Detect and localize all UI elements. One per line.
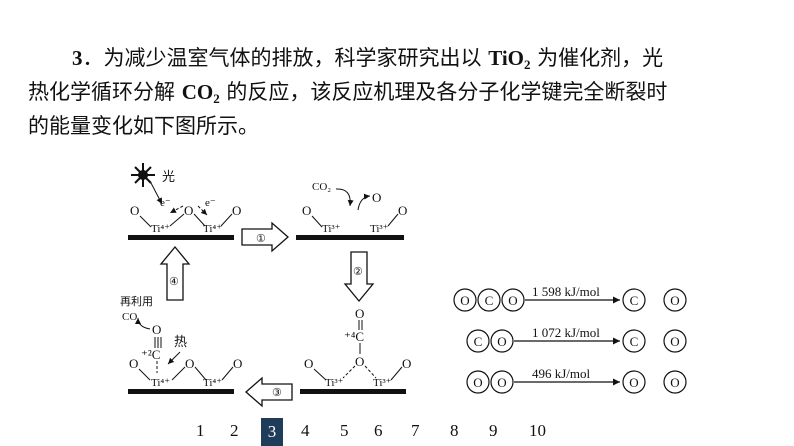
e2-r0: C (630, 334, 639, 349)
light-label: 光 (162, 169, 175, 184)
ti4-2: Ti⁴⁺ (203, 223, 222, 235)
e2-r1: O (670, 334, 679, 349)
o-5: O (398, 203, 407, 218)
o-1: O (130, 203, 139, 218)
ti4-1: Ti⁴⁺ (151, 223, 170, 235)
page-link-5[interactable]: 5 (340, 421, 349, 440)
page-link-7[interactable]: 7 (411, 421, 420, 440)
e2-l0: C (474, 334, 483, 349)
e1-r0: C (630, 293, 639, 308)
step3-label: ③ (272, 387, 282, 399)
sun-icon (131, 163, 155, 187)
co2-arrow (335, 188, 354, 207)
o-6: O (304, 356, 313, 371)
o-release-arrow (357, 193, 371, 211)
step4-label: ④ (169, 276, 179, 288)
o-9: O (185, 356, 194, 371)
question-line-3: 的能量变化如下图所示。 (28, 110, 776, 143)
e2-l1: O (497, 334, 506, 349)
energy-co: C O 1 072 kJ/mol C O (466, 325, 687, 353)
e3-value: 496 kJ/mol (532, 366, 591, 381)
e3-r0: O (629, 375, 638, 390)
energy-o2: O O 496 kJ/mol O O (466, 366, 687, 394)
question-line-2: 热化学循环分解 CO2 的反应，该反应机理及各分子化学键完全断裂时 (28, 76, 776, 115)
o-4: O (302, 203, 311, 218)
reuse-label: 再利用 (120, 295, 153, 308)
page-link-2[interactable]: 2 (230, 421, 239, 440)
ti3-1: Ti³⁺ (322, 223, 341, 235)
question-line-1: 3．为减少温室气体的排放，科学家研究出以 TiO2 为催化剂，光 (28, 42, 776, 81)
energy-co2: O C O 1 598 kJ/mol C O (453, 284, 687, 312)
surface-top-right (296, 235, 404, 240)
pagination: 1 2 3 4 5 6 7 8 9 10 (0, 418, 794, 446)
o-3: O (232, 203, 241, 218)
page-link-3-current[interactable]: 3 (261, 418, 283, 446)
co2-formula: CO2 (181, 80, 220, 106)
heat-arrow (167, 351, 181, 365)
step4-arrow (159, 245, 191, 301)
o-2: O (184, 203, 193, 218)
co-release-arrow (135, 317, 151, 330)
question-seg1: 为减少温室气体的排放，科学家研究出以 (103, 46, 489, 70)
o-bl: O (152, 322, 161, 337)
ti3-4: Ti³⁺ (373, 377, 392, 389)
question-number: 3 (72, 46, 83, 70)
e1-l1: C (485, 293, 494, 308)
o-top: O (355, 306, 364, 321)
step2-arrow (343, 251, 375, 303)
o-released: O (372, 190, 381, 205)
o-10: O (233, 356, 242, 371)
page-link-9[interactable]: 9 (489, 421, 498, 440)
heat-label: 热 (174, 334, 187, 349)
question-seg3: 热化学循环分解 (28, 80, 182, 104)
o-7: O (402, 356, 411, 371)
page-link-6[interactable]: 6 (374, 421, 383, 440)
electron-1: e⁻ (160, 197, 171, 209)
e1-r1: O (670, 293, 679, 308)
question-sep: ． (82, 46, 104, 70)
e3-l1: O (497, 375, 506, 390)
question-seg4: 的反应，该反应机理及各分子化学键完全断裂时 (219, 80, 668, 104)
page-link-4[interactable]: 4 (301, 421, 310, 440)
ti4-3: Ti⁴⁺ (151, 377, 170, 389)
surface-top-left (128, 235, 234, 240)
electron-2: e⁻ (205, 197, 216, 209)
step3-arrow (245, 376, 293, 408)
electron-paths (169, 205, 208, 216)
c-plus4: ⁺⁴C (344, 329, 364, 344)
e1-value: 1 598 kJ/mol (532, 284, 600, 299)
step2-label: ② (353, 266, 363, 278)
co-label: CO (122, 311, 137, 323)
question-seg2: 为催化剂，光 (530, 46, 664, 70)
o-8: O (129, 356, 138, 371)
page-link-8[interactable]: 8 (450, 421, 459, 440)
tio2-formula: TiO2 (488, 46, 531, 72)
co2-label: CO₂ (312, 181, 331, 193)
step1-arrow (241, 221, 289, 253)
c-plus2: ⁺²C (141, 347, 160, 362)
surface-bottom-left (128, 389, 234, 394)
page-link-10[interactable]: 10 (529, 421, 546, 440)
e1-l0: O (460, 293, 469, 308)
e3-l0: O (473, 375, 482, 390)
ti3-2: Ti³⁺ (370, 223, 389, 235)
e3-r1: O (670, 375, 679, 390)
light-arrow (150, 182, 163, 205)
e2-value: 1 072 kJ/mol (532, 325, 600, 340)
e1-l2: O (508, 293, 517, 308)
page-link-1[interactable]: 1 (196, 421, 205, 440)
ti3-3: Ti³⁺ (325, 377, 344, 389)
step1-label: ① (256, 233, 266, 245)
question-seg5: 的能量变化如下图所示。 (28, 114, 259, 138)
ti4-4: Ti⁴⁺ (203, 377, 222, 389)
surface-bottom-right (300, 389, 406, 394)
o-mid: O (355, 354, 364, 369)
